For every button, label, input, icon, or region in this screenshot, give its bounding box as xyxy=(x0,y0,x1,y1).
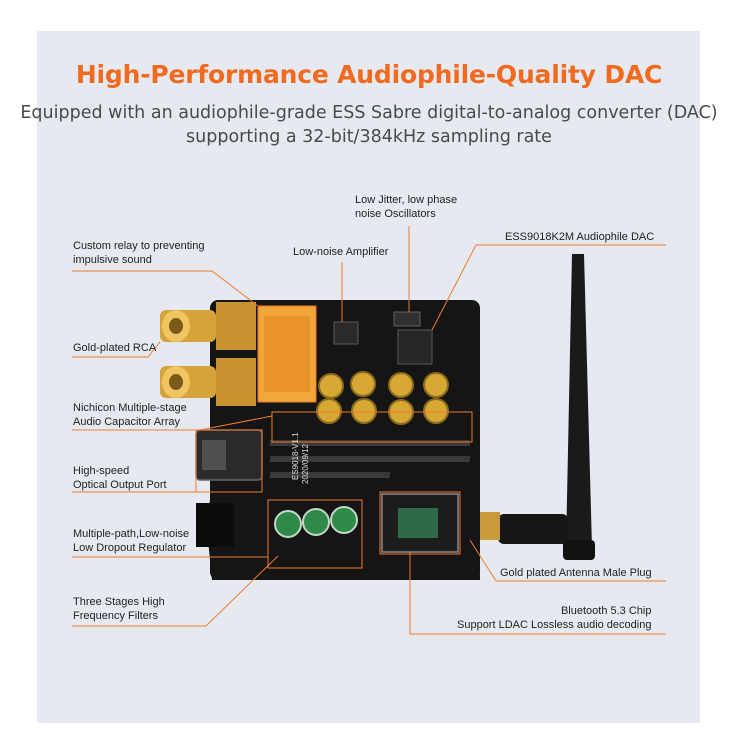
callout-oscillator: Low Jitter, low phase noise Oscillators xyxy=(355,194,458,220)
page-title: High-Performance Audiophile-Quality DAC xyxy=(75,60,663,89)
callout-bluetooth: Bluetooth 5.3 Chip Support LDAC Lossless… xyxy=(457,605,652,631)
subtitle-line-2: supporting a 32-bit/384kHz sampling rate xyxy=(186,127,552,147)
callout-optical: High-speed Optical Output Port xyxy=(73,465,167,491)
capacitor-array xyxy=(316,371,449,425)
subtitle-line-1: Equipped with an audiophile-grade ESS Sa… xyxy=(20,103,718,123)
board-model-text: ES9018-V1.1 xyxy=(291,432,300,480)
callout-regulator: Multiple-path,Low-noise Low Dropout Regu… xyxy=(73,528,190,554)
callout-amplifier: Low-noise Amplifier xyxy=(293,246,389,258)
callout-leaders xyxy=(72,226,666,635)
antenna xyxy=(470,254,595,560)
rca-connector-1 xyxy=(160,302,256,350)
callout-rca: Gold-plated RCA xyxy=(73,342,157,354)
callout-filters: Three Stages High Frequency Filters xyxy=(73,596,165,622)
callout-relay: Custom relay to preventing impulsive sou… xyxy=(73,240,205,266)
pcb-board xyxy=(160,300,480,580)
board-date-text: 2020/09/12 xyxy=(301,443,310,484)
callout-capacitor: Nichicon Multiple-stage Audio Capacitor … xyxy=(73,402,187,428)
page-subtitle: Equipped with an audiophile-grade ESS Sa… xyxy=(0,101,738,149)
rca-connector-2 xyxy=(160,358,256,406)
regulator-capacitors xyxy=(274,506,358,538)
callout-dac-chip: ESS9018K2M Audiophile DAC xyxy=(505,231,655,243)
callout-antenna: Gold plated Antenna Male Plug xyxy=(500,567,652,579)
